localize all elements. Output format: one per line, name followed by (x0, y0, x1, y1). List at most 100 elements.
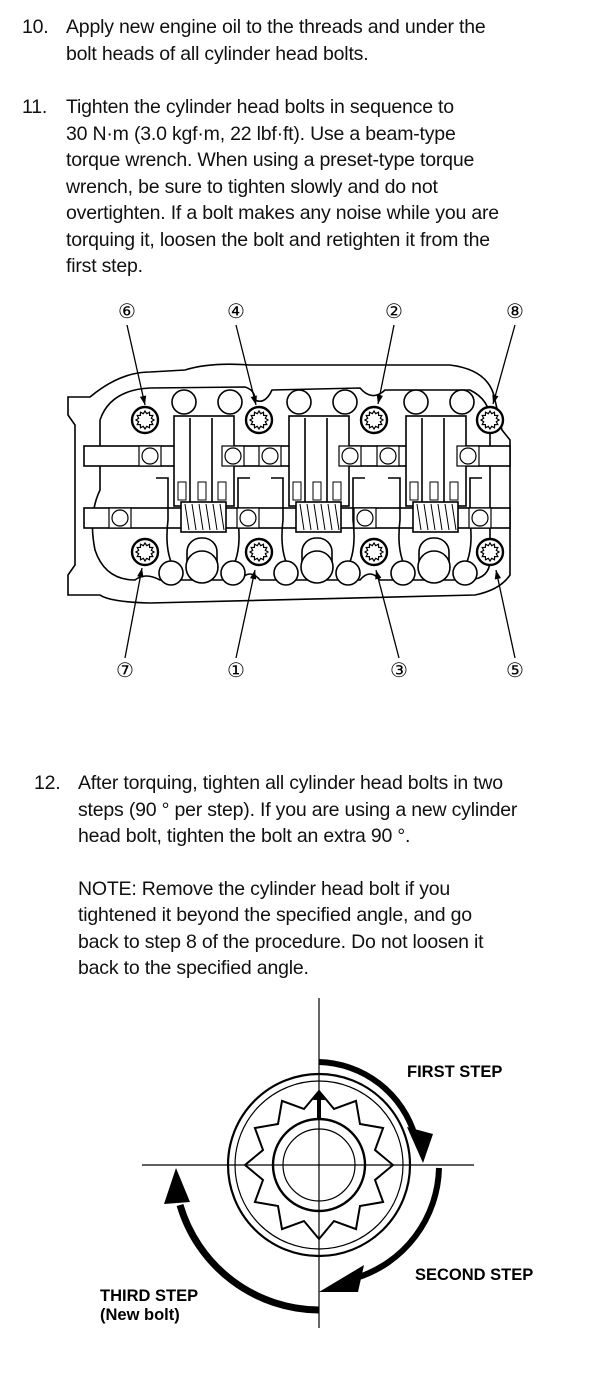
spark-plug-well (185, 550, 219, 584)
rocker-tip (177, 481, 187, 501)
text-line: 30 N·m (3.0 kgf·m, 22 lbf·ft). Use a bea… (66, 122, 456, 145)
bolt-washer-outer (226, 1072, 412, 1258)
bolt-spline (248, 409, 270, 431)
spring-coil (416, 503, 422, 531)
spring-coil (306, 503, 312, 531)
head-outline (67, 363, 511, 604)
spark-plug-well (417, 550, 451, 584)
bolt-washer-inner (234, 1080, 404, 1250)
leader-line (124, 567, 143, 659)
bolt-head (475, 405, 505, 435)
first-step-arrowhead (407, 1127, 433, 1163)
valve-spring-top (171, 389, 197, 415)
torque-angle-diagram: FIRST STEP SECOND STEP THIRD STEP (New b… (100, 998, 533, 1328)
rocker-tip (409, 481, 419, 501)
text-line: first step. (66, 255, 143, 277)
spark-plug-well (300, 550, 334, 584)
spring-coil (334, 503, 340, 531)
cylinder-head-bolt (359, 537, 389, 567)
second-step-label: SECOND STEP (415, 1266, 533, 1284)
spring-coil (437, 503, 443, 531)
leader-arrowhead (137, 568, 144, 578)
journal-bearing (471, 509, 489, 527)
journal-bearing (341, 447, 359, 465)
cylinder-head-bolt (130, 405, 160, 435)
journal-bearing (239, 509, 257, 527)
valve-spring-bottom (158, 560, 184, 586)
leader-line (495, 569, 516, 659)
cylinder-head-bolt (244, 537, 274, 567)
bolt-spline (479, 409, 501, 431)
rocker-tip (217, 481, 227, 501)
second-step-arrowhead (319, 1265, 364, 1292)
cylinder-head-bolt (475, 537, 505, 567)
valve-spring-bottom (390, 560, 416, 586)
bolt-spline (363, 409, 385, 431)
step-text: Tighten the cylinder head bolts in seque… (66, 94, 499, 280)
leader-arrowhead (494, 570, 502, 580)
rocker-tip (449, 481, 459, 501)
spring-coil (212, 503, 218, 531)
valve-spring-bottom (273, 560, 299, 586)
bolt-spline (479, 541, 501, 563)
journal-bearing (224, 447, 242, 465)
step-text: After torquing, tighten all cylinder hea… (78, 770, 517, 982)
third-step-arrowhead (164, 1168, 190, 1204)
rocker-tip (332, 481, 342, 501)
spring-coil (299, 503, 305, 531)
bolt-head (130, 405, 160, 435)
step-number: 11. (22, 96, 48, 118)
valve-spring-top (332, 389, 358, 415)
callout-4: ④ (227, 301, 245, 323)
leader-line (235, 324, 257, 406)
valve-spring-bottom (220, 560, 246, 586)
valve-spring-top (403, 389, 429, 415)
leader-arrowhead (249, 570, 257, 580)
callout-8: ⑧ (506, 301, 524, 323)
note-line: back to step 8 of the procedure. Do not … (78, 930, 484, 953)
callout-3: ③ (390, 660, 408, 682)
bolt-index-arrowhead (313, 1090, 325, 1100)
leader-line (126, 324, 146, 406)
rocker-groups (108, 389, 492, 586)
rocker-spring (412, 501, 459, 533)
bolt-splined-head (243, 1089, 395, 1241)
journal-bearing (459, 447, 477, 465)
bolt-head (359, 405, 389, 435)
journal-bearing (356, 509, 374, 527)
leader-arrowhead (376, 394, 383, 404)
text-line: head bolt, tighten the bolt an extra 90 … (78, 825, 411, 847)
text-line: steps (90 ° per step). If you are using … (78, 798, 518, 821)
bolt-spline (134, 541, 156, 563)
rocker-assembly (156, 389, 250, 586)
bolt-head (244, 405, 274, 435)
spring-coil (198, 503, 204, 531)
bolt-spline (363, 541, 385, 563)
spring-coil (423, 503, 429, 531)
third-step-label: THIRD STEP (100, 1287, 198, 1305)
valve-spring-bottom (335, 560, 361, 586)
callout-7: ⑦ (116, 660, 134, 682)
spring-coil (444, 503, 450, 531)
first-step-arrow (318, 1059, 418, 1137)
leader-arrowhead (139, 395, 147, 405)
text-line: Tighten the cylinder head bolts in seque… (66, 96, 454, 118)
cylinder-head-bolt (244, 405, 274, 435)
spring-coil (327, 503, 333, 531)
rocker-tip (312, 481, 322, 501)
spring-coil (320, 503, 326, 531)
note-line: tightened it beyond the specified angle,… (78, 904, 472, 926)
valve-spring-bottom (452, 560, 478, 586)
step-number: 10. (22, 16, 49, 38)
callout-1: ① (227, 660, 245, 682)
callout-5: ⑤ (506, 660, 524, 682)
note-line: NOTE: Remove the cylinder head bolt if y… (78, 877, 451, 900)
text-line: overtighten. If a bolt makes any noise w… (66, 202, 499, 224)
third-step-arrow (176, 1204, 320, 1314)
valve-spring-top (449, 389, 475, 415)
rocker-tip (429, 481, 439, 501)
bolt-head (244, 537, 274, 567)
rocker-spring (180, 501, 227, 533)
third-step-sublabel: (New bolt) (100, 1306, 180, 1324)
step-text: Apply new engine oil to the threads and … (66, 14, 486, 67)
